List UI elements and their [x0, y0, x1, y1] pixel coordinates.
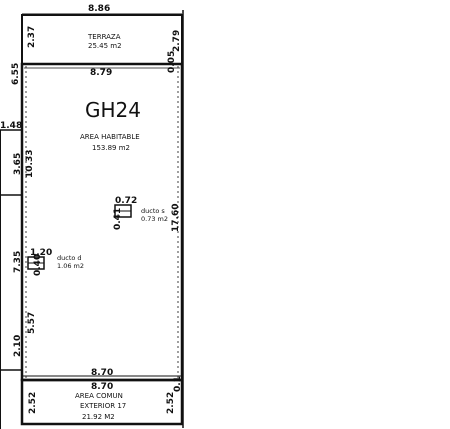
duct-left-line2: 1.06 m2	[57, 262, 84, 270]
terrace-title: TERRAZA	[87, 33, 121, 41]
dim-common-width: 8.70	[91, 382, 113, 392]
dim-common-right-small: 0.1	[173, 376, 183, 392]
common-subtitle: EXTERIOR 17	[80, 402, 126, 410]
duct-right-line2: 0.73 m2	[141, 215, 168, 223]
habitable-title: AREA HABITABLE	[80, 133, 140, 141]
dim-terrace-right: 2.79	[172, 30, 182, 52]
dim-top-right-small: 0.05	[167, 51, 177, 73]
terrace-area-value: 25.45 m2	[88, 42, 122, 50]
dim-common-right: 2.52	[166, 392, 176, 414]
unit-code: GH24	[85, 98, 141, 122]
dim-left-upper: 6.55	[11, 63, 21, 85]
common-area	[20, 378, 184, 426]
dim-right-side: 17.60	[171, 204, 181, 232]
dim-duct2-width: 1.20	[30, 248, 52, 258]
dim-left-mid-a: 3.65	[13, 153, 23, 175]
dim-bottom-width: 8.70	[91, 368, 113, 378]
dim-duct-width: 0.72	[115, 196, 137, 206]
habitable-area-value: 153.89 m2	[92, 144, 130, 152]
dim-terrace-left: 2.37	[27, 26, 37, 48]
common-area-value: 21.92 M2	[82, 413, 115, 421]
dim-duct2-height: 0.40	[33, 254, 43, 276]
dim-left-mid-b: 10.33	[25, 150, 35, 178]
dim-far-left-upper: 1.48	[0, 121, 22, 131]
dim-left-lower: 5.57	[27, 312, 37, 334]
dim-duct-height: 0.41	[113, 208, 123, 230]
dim-left-lower-b: 2.10	[13, 335, 23, 357]
dim-top-width: 8.86	[88, 4, 110, 14]
dim-terrace-bottom: 8.79	[90, 68, 112, 78]
dim-left-mid-c: 7.35	[13, 251, 23, 273]
duct-right-line1: ducto s	[141, 207, 165, 215]
common-title: AREA COMUN	[75, 392, 123, 400]
dim-common-left: 2.52	[28, 392, 38, 414]
duct-left-line1: ducto d	[57, 254, 82, 262]
